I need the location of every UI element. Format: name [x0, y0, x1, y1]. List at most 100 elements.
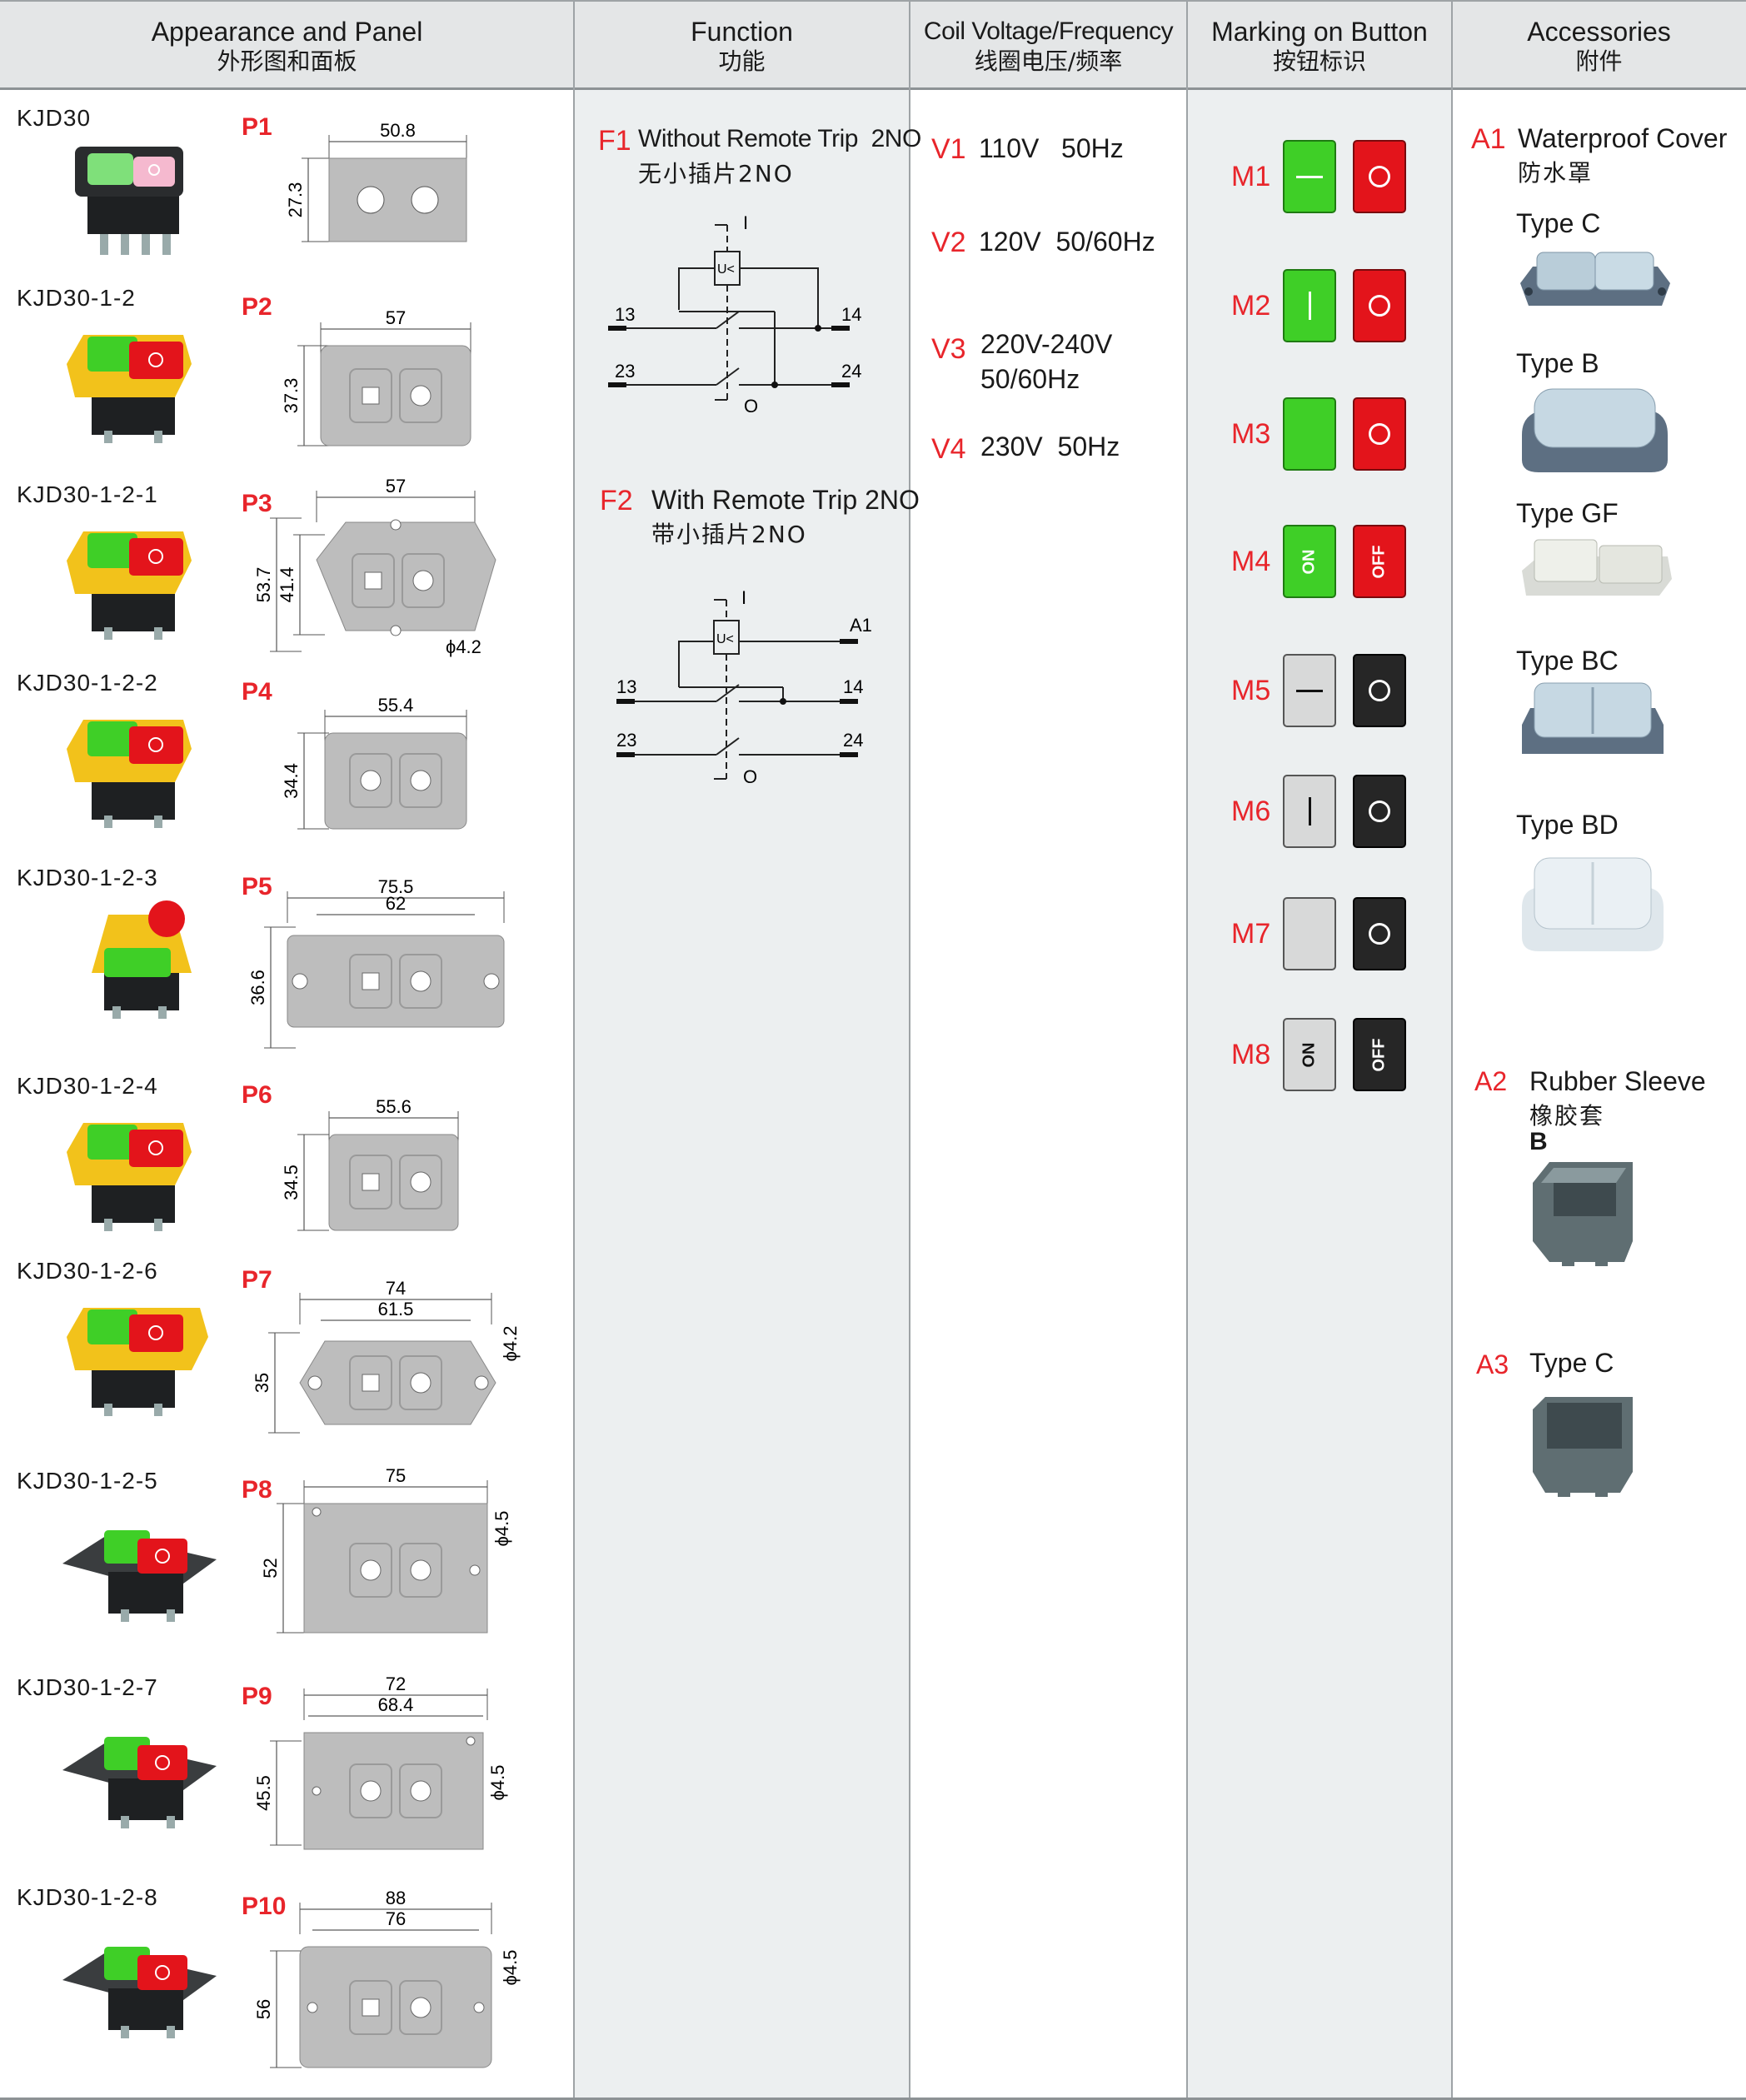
svg-text:U<: U< — [716, 632, 734, 646]
product-image — [67, 531, 192, 640]
model-name: KJD30-1-2-3 — [17, 865, 158, 890]
svg-text:14: 14 — [843, 676, 863, 697]
voltage-v1: 110V 50Hz — [979, 133, 1124, 163]
svg-text:I: I — [743, 212, 748, 233]
svg-text:34.5: 34.5 — [281, 1165, 302, 1200]
svg-text:O: O — [743, 766, 757, 787]
svg-text:35: 35 — [252, 1373, 272, 1393]
type-c-sleeve-image — [1533, 1397, 1633, 1497]
model-name: KJD30-1-2-4 — [17, 1073, 158, 1099]
cover-type-bd-label: Type BD — [1516, 810, 1619, 840]
svg-text:ϕ4.5: ϕ4.5 — [491, 1511, 512, 1547]
table-bottom-border — [0, 2098, 1746, 2100]
rubber-sleeve-image — [1533, 1162, 1633, 1266]
panel-code: P6 — [242, 1081, 272, 1109]
cover-type-c-image — [1520, 252, 1670, 306]
function-code-f2: F2 — [600, 485, 633, 516]
svg-text:23: 23 — [616, 730, 636, 751]
svg-text:23: 23 — [615, 361, 635, 382]
svg-text:ϕ4.2: ϕ4.2 — [500, 1326, 521, 1362]
header-voltage: Coil Voltage/Frequency 线圈电压/频率 — [923, 17, 1174, 75]
product-image — [62, 1947, 217, 2038]
svg-text:50.8: 50.8 — [380, 120, 416, 141]
accessory-a2-en: Rubber Sleeve — [1529, 1066, 1706, 1096]
svg-text:55.4: 55.4 — [378, 695, 414, 716]
marking-code: M8 — [1231, 1039, 1271, 1070]
marking-left-button: ON — [1283, 1018, 1336, 1091]
panel-code: P5 — [242, 873, 272, 900]
accessory-a2-type: B — [1529, 1128, 1548, 1155]
product-image — [62, 1737, 217, 1828]
header-marking: Marking on Button 按钮标识 — [1211, 16, 1428, 75]
function-column-bg — [574, 90, 910, 2100]
marking-left-button — [1283, 897, 1336, 970]
function-f1-cn: 无小插片2NO — [638, 160, 794, 187]
header-accessories: Accessories 附件 — [1527, 16, 1671, 75]
voltage-code-v1: V1 — [931, 133, 966, 165]
panel-drawing: 57 53.7 41.4 ϕ4.2 — [253, 476, 496, 657]
marking-left-button — [1283, 269, 1336, 342]
panel-code: P1 — [242, 113, 272, 141]
function-f2-en: With Remote Trip 2NO — [651, 485, 920, 515]
marking-left-button — [1283, 140, 1336, 213]
marking-right-button — [1353, 397, 1406, 471]
svg-text:56: 56 — [253, 1999, 274, 2019]
column-divider — [1451, 0, 1453, 2100]
svg-text:34.4: 34.4 — [281, 763, 302, 799]
panel-code: P10 — [242, 1893, 287, 1920]
column-divider — [573, 0, 575, 2100]
svg-text:24: 24 — [843, 730, 863, 751]
voltage-v3: 220V-240V — [980, 329, 1113, 359]
panel-code: P2 — [242, 293, 272, 321]
accessory-a2-cn: 橡胶套 — [1529, 1102, 1605, 1130]
voltage-code-v2: V2 — [931, 227, 966, 258]
svg-text:72: 72 — [386, 1674, 406, 1694]
function-code-f1: F1 — [598, 125, 631, 157]
accessory-a1-en: Waterproof Cover — [1518, 123, 1728, 153]
svg-text:88: 88 — [386, 1888, 406, 1908]
svg-text:U<: U< — [717, 262, 735, 277]
table-header: Appearance and Panel 外形图和面板 Function 功能 … — [0, 0, 1746, 90]
voltage-code-v4: V4 — [931, 433, 966, 465]
panel-code: P9 — [242, 1683, 272, 1710]
panel-code: P7 — [242, 1266, 272, 1294]
cover-type-c-label: Type C — [1516, 208, 1601, 238]
marking-right-button — [1353, 897, 1406, 970]
svg-text:ϕ4.5: ϕ4.5 — [487, 1765, 508, 1801]
accessory-code-a3: A3 — [1476, 1349, 1509, 1379]
svg-text:62: 62 — [386, 893, 406, 914]
accessory-a3-en: Type C — [1529, 1348, 1614, 1378]
svg-text:ϕ4.5: ϕ4.5 — [500, 1950, 521, 1986]
panel-code: P8 — [242, 1476, 272, 1504]
model-name: KJD30-1-2-5 — [17, 1468, 158, 1494]
svg-text:57: 57 — [386, 307, 406, 328]
cover-type-b-label: Type B — [1516, 348, 1599, 378]
svg-text:76: 76 — [386, 1908, 406, 1929]
marking-left-button — [1283, 397, 1336, 471]
marking-right-button — [1353, 269, 1406, 342]
cover-type-bc-image — [1522, 682, 1664, 754]
header-appearance: Appearance and Panel 外形图和面板 — [151, 16, 423, 75]
header-function: Function 功能 — [691, 16, 793, 75]
panel-drawing: 55.4 34.4 — [281, 695, 467, 830]
function-f1-en: Without Remote Trip 2NO — [638, 125, 921, 152]
svg-text:53.7: 53.7 — [253, 567, 274, 603]
svg-text:75: 75 — [386, 1465, 406, 1486]
voltage-v3-freq: 50/60Hz — [980, 364, 1080, 394]
marking-right-button: OFF — [1353, 1018, 1406, 1091]
marking-right-button — [1353, 775, 1406, 848]
marking-left-button — [1283, 775, 1336, 848]
svg-text:A1: A1 — [850, 615, 872, 636]
marking-column-bg — [1187, 90, 1452, 2100]
accessory-code-a2: A2 — [1474, 1066, 1508, 1096]
marking-code: M4 — [1231, 546, 1271, 577]
svg-text:ϕ4.2: ϕ4.2 — [446, 636, 481, 657]
function-f2-cn: 带小插片2NO — [651, 521, 807, 548]
svg-text:52: 52 — [260, 1558, 281, 1578]
product-image — [67, 335, 192, 443]
accessory-code-a1: A1 — [1471, 123, 1506, 155]
circuit-diagram-f2: I U< A1 13 14 23 24 O — [616, 587, 872, 787]
marking-code: M1 — [1231, 161, 1271, 192]
svg-text:37.3: 37.3 — [281, 378, 302, 414]
